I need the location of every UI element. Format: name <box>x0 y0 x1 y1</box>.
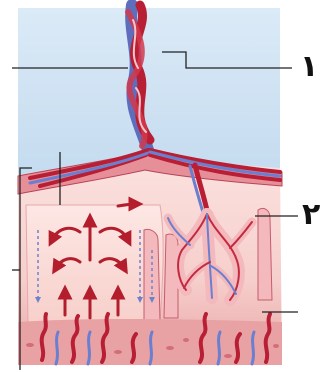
intervillous-space <box>26 205 163 328</box>
villus-stump-far-right <box>258 208 272 300</box>
label-1: ١ <box>300 52 318 82</box>
label-2: ٢ <box>302 200 320 230</box>
